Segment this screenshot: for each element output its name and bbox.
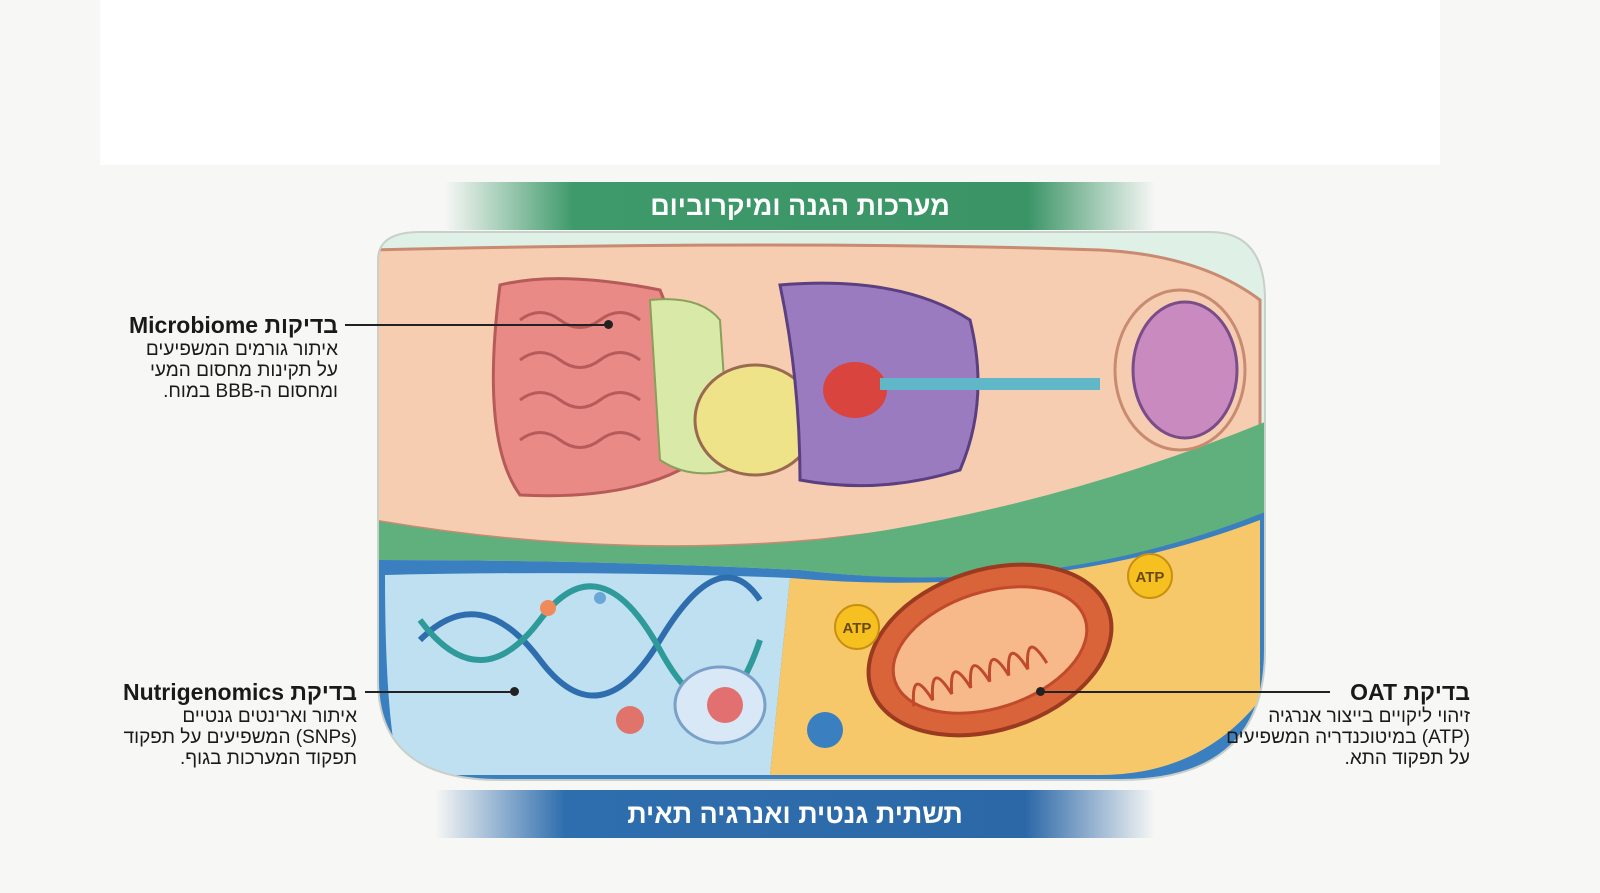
microbiome-pointer bbox=[604, 320, 613, 329]
microbiome-line: איתור גורמים המשפיעים bbox=[145, 339, 338, 360]
atp-label: ATP bbox=[1136, 569, 1165, 586]
cell-small bbox=[616, 706, 644, 734]
blank-header-area bbox=[100, 0, 1440, 165]
microbiome-title: בדיקות Microbiome bbox=[128, 312, 338, 338]
microbiome-callout: בדיקות Microbiome איתור גורמים המשפיעים … bbox=[18, 311, 338, 402]
oat-title: בדיקת OAT bbox=[1350, 679, 1470, 705]
oat-line: על תפקוד התא. bbox=[1344, 748, 1470, 769]
nutrigenomics-line: תפקוד המערכות בגוף. bbox=[180, 748, 357, 769]
heart bbox=[823, 362, 887, 418]
dna-helix bbox=[417, 574, 763, 699]
atp-badge: ATP bbox=[834, 604, 880, 650]
microbiome-leader-line bbox=[345, 324, 607, 326]
nutrigenomics-title: בדיקת Nutrigenomics bbox=[122, 679, 357, 705]
atp-badge: ATP bbox=[1127, 553, 1173, 599]
bottom-banner-title: תשתית גנטית ואנרגיה תאית bbox=[627, 798, 963, 829]
microbiome-line: ומחסום ה-BBB במוח. bbox=[163, 381, 338, 402]
trachea bbox=[880, 378, 1100, 390]
green-layer bbox=[378, 420, 1265, 579]
atp-label: ATP bbox=[843, 620, 872, 637]
nutrigenomics-line: (SNPs) המשפיעים על תפקוד bbox=[123, 727, 357, 748]
bottom-banner: תשתית גנטית ואנרגיה תאית bbox=[435, 790, 1155, 838]
oat-callout: בדיקת OAT זיהוי ליקויים בייצור אנרגיה (A… bbox=[1170, 678, 1470, 769]
oat-line: זיהוי ליקויים בייצור אנרגיה bbox=[1268, 706, 1470, 727]
microbiome-line: על תקינות מחסום המעי bbox=[149, 360, 338, 381]
nutrigenomics-callout: בדיקת Nutrigenomics איתור וארינטים גנטיי… bbox=[27, 678, 357, 769]
nutrigenomics-pointer bbox=[510, 687, 519, 696]
top-banner: מערכות הגנה ומיקרוביום bbox=[445, 182, 1155, 230]
brain bbox=[1131, 300, 1239, 440]
top-banner-title: מערכות הגנה ומיקרוביום bbox=[650, 190, 950, 221]
oat-line: (ATP) במיטוכנדריה המשפיעים bbox=[1226, 727, 1470, 748]
nutrigenomics-line: איתור וארינטים גנטיים bbox=[182, 706, 357, 727]
nutrigenomics-leader-line bbox=[365, 691, 513, 693]
oat-leader-line bbox=[1040, 691, 1330, 693]
